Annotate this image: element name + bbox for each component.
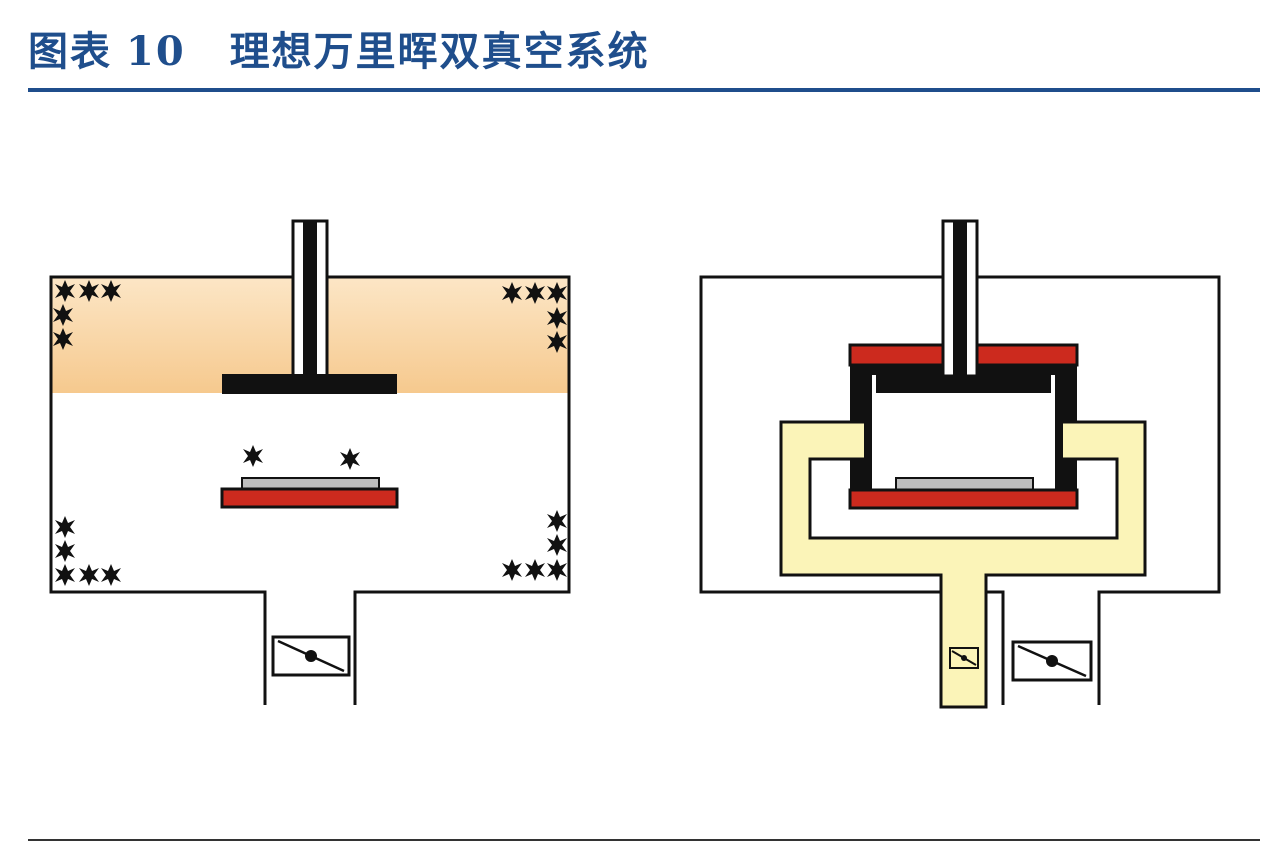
header-rule (28, 88, 1260, 92)
figure-number: 10 (126, 28, 186, 75)
heater-plate (220, 487, 399, 509)
substrate-right (895, 477, 1034, 491)
figure-title: 图表 10 理想万里晖双真空系统 (28, 22, 1260, 82)
top-electrode (222, 374, 397, 394)
figure-header: 图表 10 理想万里晖双真空系统 (28, 22, 1260, 82)
top-electrode-right (876, 375, 1051, 393)
single-vacuum-chamber (49, 219, 571, 705)
figure-label: 图表 (28, 28, 112, 75)
footer-rule (28, 839, 1260, 841)
dual-vacuum-chamber (699, 219, 1221, 709)
figure-caption: 理想万里晖双真空系统 (229, 28, 650, 75)
chamber-wall (49, 275, 571, 705)
outer-chamber-wall (699, 275, 1221, 705)
bottom-heater (848, 488, 1079, 510)
